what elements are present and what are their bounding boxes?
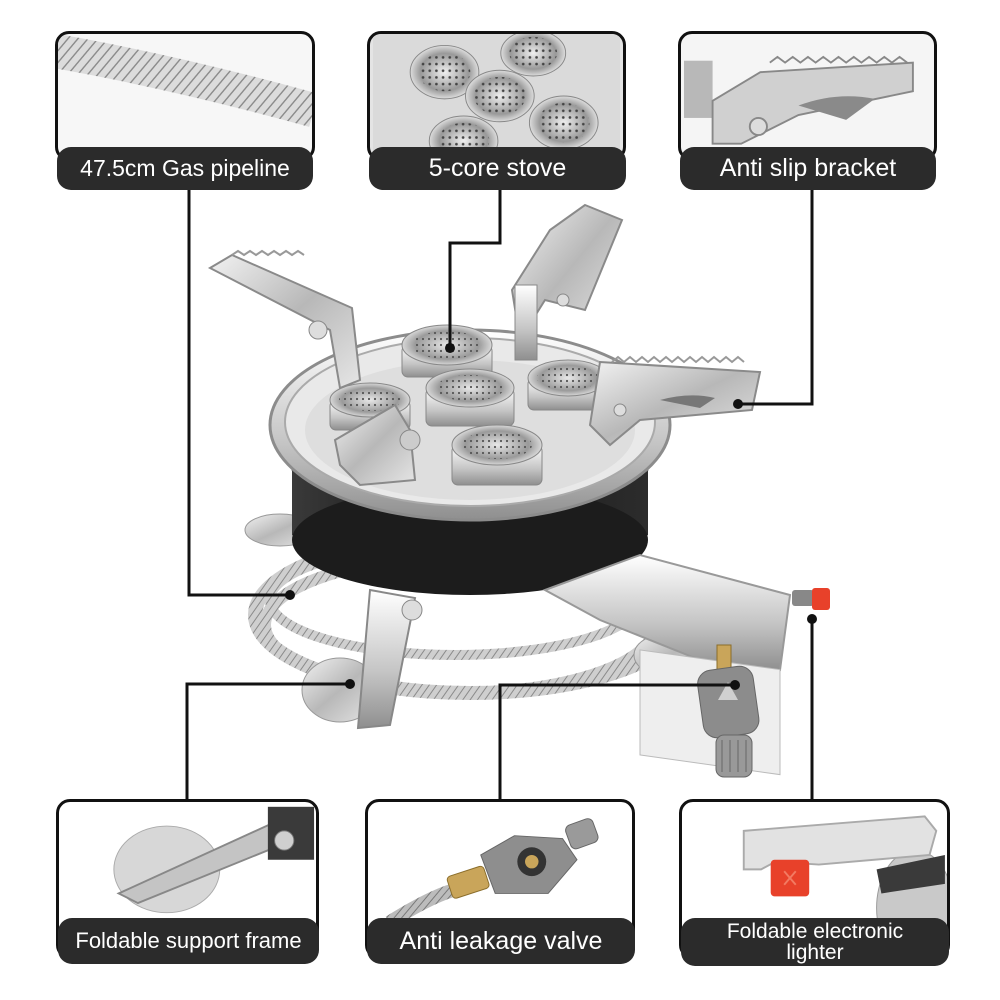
five-core-stove-label-text: 5-core stove xyxy=(428,154,567,182)
burner-front xyxy=(451,424,543,486)
lighter-label-line2: lighter xyxy=(786,941,844,964)
gas-pipeline-thumbnail xyxy=(55,31,315,161)
pot-support-back-right xyxy=(510,203,624,361)
support-frame-label: Foldable support frame xyxy=(58,918,319,964)
pot-support-right xyxy=(588,355,762,447)
anti-slip-bracket-thumbnail xyxy=(678,31,937,161)
support-frame-label-text: Foldable support frame xyxy=(75,928,302,953)
lighter-label-line1: Foldable electronic xyxy=(726,920,904,943)
gas-valve-icon xyxy=(385,818,599,929)
burner-right xyxy=(527,359,609,411)
folding-leg-icon xyxy=(113,806,315,914)
anti-slip-bracket-label: Anti slip bracket xyxy=(680,147,936,190)
folding-leg-front xyxy=(301,588,423,730)
five-core-stove-label: 5-core stove xyxy=(369,147,626,190)
serrated-pot-support-icon xyxy=(683,55,914,145)
leakage-valve-label: Anti leakage valve xyxy=(367,918,635,964)
braided-hose-icon xyxy=(58,34,312,127)
gas-pipeline-label-text: 47.5cm Gas pipeline xyxy=(80,155,290,181)
pot-support-front-left xyxy=(333,403,421,487)
valve-arm xyxy=(542,553,830,776)
burner-center xyxy=(425,368,515,427)
pot-support-back-left xyxy=(207,249,362,390)
lighter-label: Foldable electronic lighter xyxy=(681,918,949,966)
five-core-stove-thumbnail xyxy=(367,31,626,161)
gas-pipeline-label: 47.5cm Gas pipeline xyxy=(57,147,313,190)
leakage-valve-label-text: Anti leakage valve xyxy=(399,926,603,955)
burner-heads-icon xyxy=(372,34,621,158)
anti-slip-bracket-label-text: Anti slip bracket xyxy=(719,154,897,182)
